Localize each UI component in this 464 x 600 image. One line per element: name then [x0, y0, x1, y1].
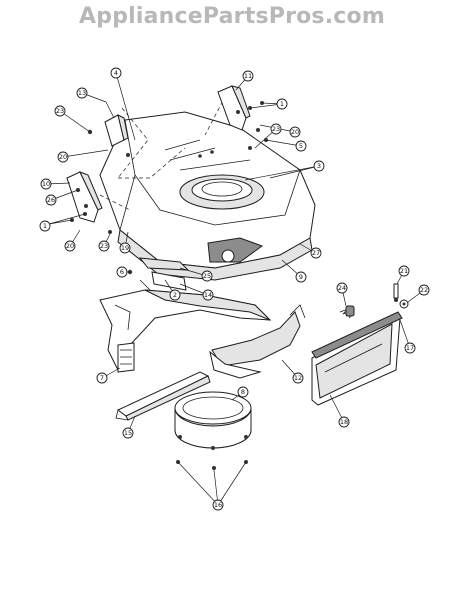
callout-1a: 1: [276, 98, 288, 110]
svg-text:4: 4: [114, 69, 118, 77]
deck-housing: [99, 111, 316, 281]
right-wheel-bracket: [217, 85, 251, 131]
svg-text:20: 20: [66, 242, 74, 250]
svg-text:1: 1: [43, 222, 47, 230]
callout-6: 6: [116, 266, 128, 278]
callout-18: 18: [338, 416, 350, 428]
svg-text:27: 27: [312, 249, 320, 257]
callout-20a: 20: [57, 151, 69, 163]
svg-text:21: 21: [400, 267, 408, 275]
left-wheel-bracket: [66, 171, 103, 223]
door-spring: [339, 305, 355, 319]
callout-9: 9: [295, 271, 307, 283]
callout-22: 22: [418, 284, 430, 296]
callout-20c: 20: [64, 240, 76, 252]
svg-text:2: 2: [173, 291, 177, 299]
callout-14: 14: [202, 289, 214, 301]
guide-rail: [115, 371, 211, 421]
callout-19: 19: [119, 242, 131, 254]
callout-12: 12: [292, 372, 304, 384]
svg-text:16: 16: [214, 501, 222, 509]
callout-23b: 23: [270, 123, 282, 135]
svg-text:23: 23: [56, 107, 64, 115]
svg-text:24: 24: [338, 284, 346, 292]
svg-text:19: 19: [121, 244, 129, 252]
rear-bracket: [104, 114, 129, 147]
svg-text:17: 17: [406, 344, 414, 352]
rear-curved-skirt: [209, 304, 306, 379]
callout-26: 26: [45, 194, 57, 206]
svg-text:9: 9: [299, 273, 303, 281]
svg-text:13: 13: [78, 89, 86, 97]
rear-door: [311, 311, 403, 406]
callout-27: 27: [310, 247, 322, 259]
callout-7: 7: [96, 372, 108, 384]
deflector-strip: [127, 257, 190, 296]
callout-10: 10: [40, 178, 52, 190]
svg-text:20: 20: [291, 128, 299, 136]
callout-17: 17: [404, 342, 416, 354]
callout-21: 21: [398, 265, 410, 277]
mount-bolts: [176, 460, 248, 470]
hinge-pin: [393, 283, 399, 302]
svg-text:10: 10: [42, 180, 50, 188]
callout-5: 5: [295, 140, 307, 152]
callout-8: 8: [237, 386, 249, 398]
svg-text:25: 25: [203, 272, 211, 280]
svg-text:7: 7: [100, 374, 104, 382]
svg-text:26: 26: [47, 196, 55, 204]
callout-11: 11: [242, 70, 254, 82]
callout-23a: 23: [54, 105, 66, 117]
svg-text:8: 8: [241, 388, 245, 396]
callout-3: 3: [313, 160, 325, 172]
svg-text:23: 23: [272, 125, 280, 133]
svg-text:3: 3: [317, 162, 321, 170]
svg-text:6: 6: [120, 268, 124, 276]
callout-23c: 23: [98, 240, 110, 252]
callout-15: 15: [122, 427, 134, 439]
callout-13: 13: [76, 87, 88, 99]
baffle-ring: [174, 391, 252, 450]
svg-text:14: 14: [204, 291, 212, 299]
callout-24: 24: [336, 282, 348, 294]
callout-1b: 1: [39, 220, 51, 232]
svg-text:18: 18: [340, 418, 348, 426]
svg-text:11: 11: [244, 72, 252, 80]
svg-text:23: 23: [100, 242, 108, 250]
svg-text:5: 5: [299, 142, 303, 150]
watermark-text: AppliancePartsPros.com: [79, 4, 385, 29]
svg-text:15: 15: [124, 429, 132, 437]
callout-25: 25: [201, 270, 213, 282]
callout-16: 16: [212, 499, 224, 511]
hinge-washer: [399, 299, 409, 309]
svg-text:20: 20: [59, 153, 67, 161]
svg-text:22: 22: [420, 286, 428, 294]
callout-4: 4: [110, 67, 122, 79]
svg-text:12: 12: [294, 374, 302, 382]
callout-2: 2: [169, 289, 181, 301]
callout-20b: 20: [289, 126, 301, 138]
svg-text:1: 1: [280, 100, 284, 108]
